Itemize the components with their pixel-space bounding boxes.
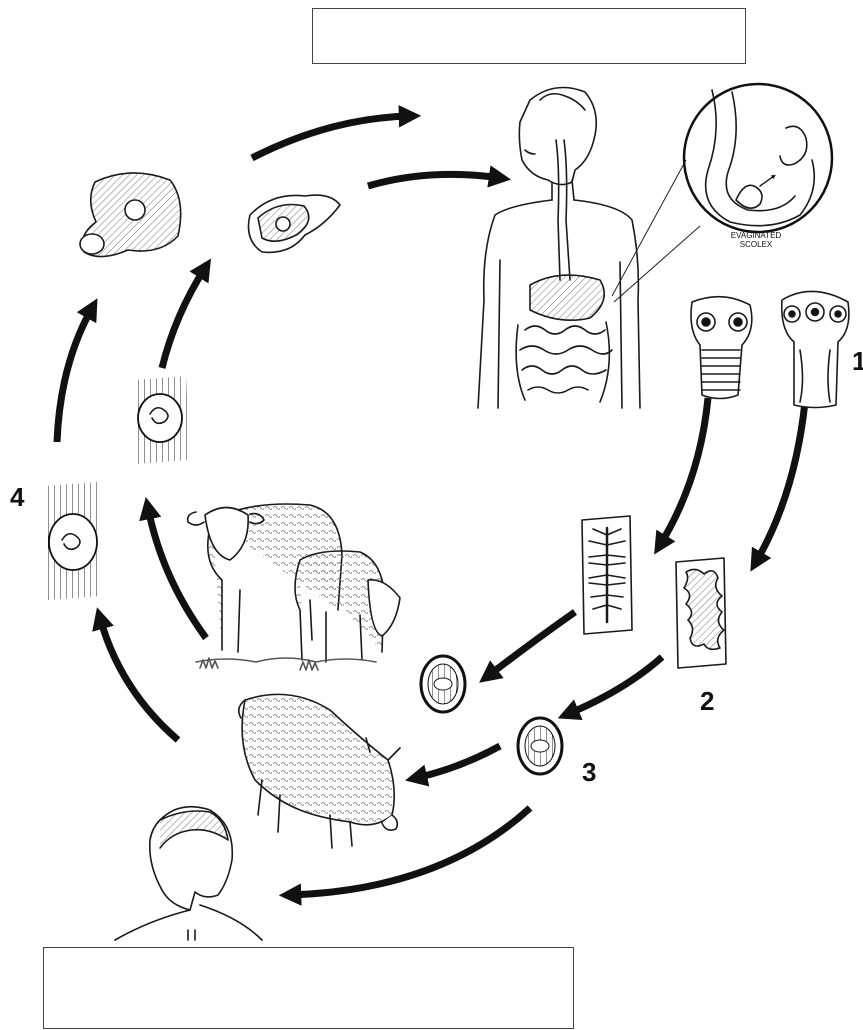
pig-icon [239,694,400,848]
scolex-armed [691,297,752,399]
arrow-egg-to-human-head [290,808,530,895]
human-with-digestive-tract-icon [478,88,640,409]
arrow-cyst-to-steak [162,268,205,368]
egg-b [518,718,562,774]
stage-number-2: 2 [700,686,714,717]
arrow-cattle-to-cyst [148,508,206,638]
egg-a [421,656,465,712]
arrow-proglottid-b-to-egg [568,657,662,714]
inset-label-line2: SCOLEX [740,240,773,249]
top-label-box[interactable] [312,8,746,64]
human-head-icon [115,807,262,940]
scolex-unarmed [782,291,849,407]
bottom-label-box[interactable] [43,947,574,1029]
proglottid-icon [582,516,726,668]
arrow-cyst-to-roast [57,308,92,442]
proglottid-a [582,516,632,634]
pork-roast-icon [80,173,181,257]
arrow-proglottid-a-to-egg [488,612,575,676]
beef-steak-icon [249,195,341,252]
arrow-egg-to-pig [416,746,500,778]
arrow-pig-to-cyst [100,618,178,740]
scolex-icon [691,291,849,407]
arrow-roast-to-human [252,116,410,158]
proglottid-b [676,558,726,668]
stage-number-1: 1 [852,346,863,377]
cyst-lower [46,482,100,600]
stage-number-4: 4 [10,482,24,513]
cyst-upper [134,376,188,464]
stomach-inset-icon: EVAGINATED SCOLEX [612,84,832,302]
arrow-scolex-a-down [660,398,708,545]
arrow-scolex-b-down [756,402,805,562]
cattle-icon [188,504,400,670]
inset-label-line1: EVAGINATED [731,231,782,240]
stage-number-3: 3 [582,757,596,788]
arrow-steak-to-human [368,174,500,186]
